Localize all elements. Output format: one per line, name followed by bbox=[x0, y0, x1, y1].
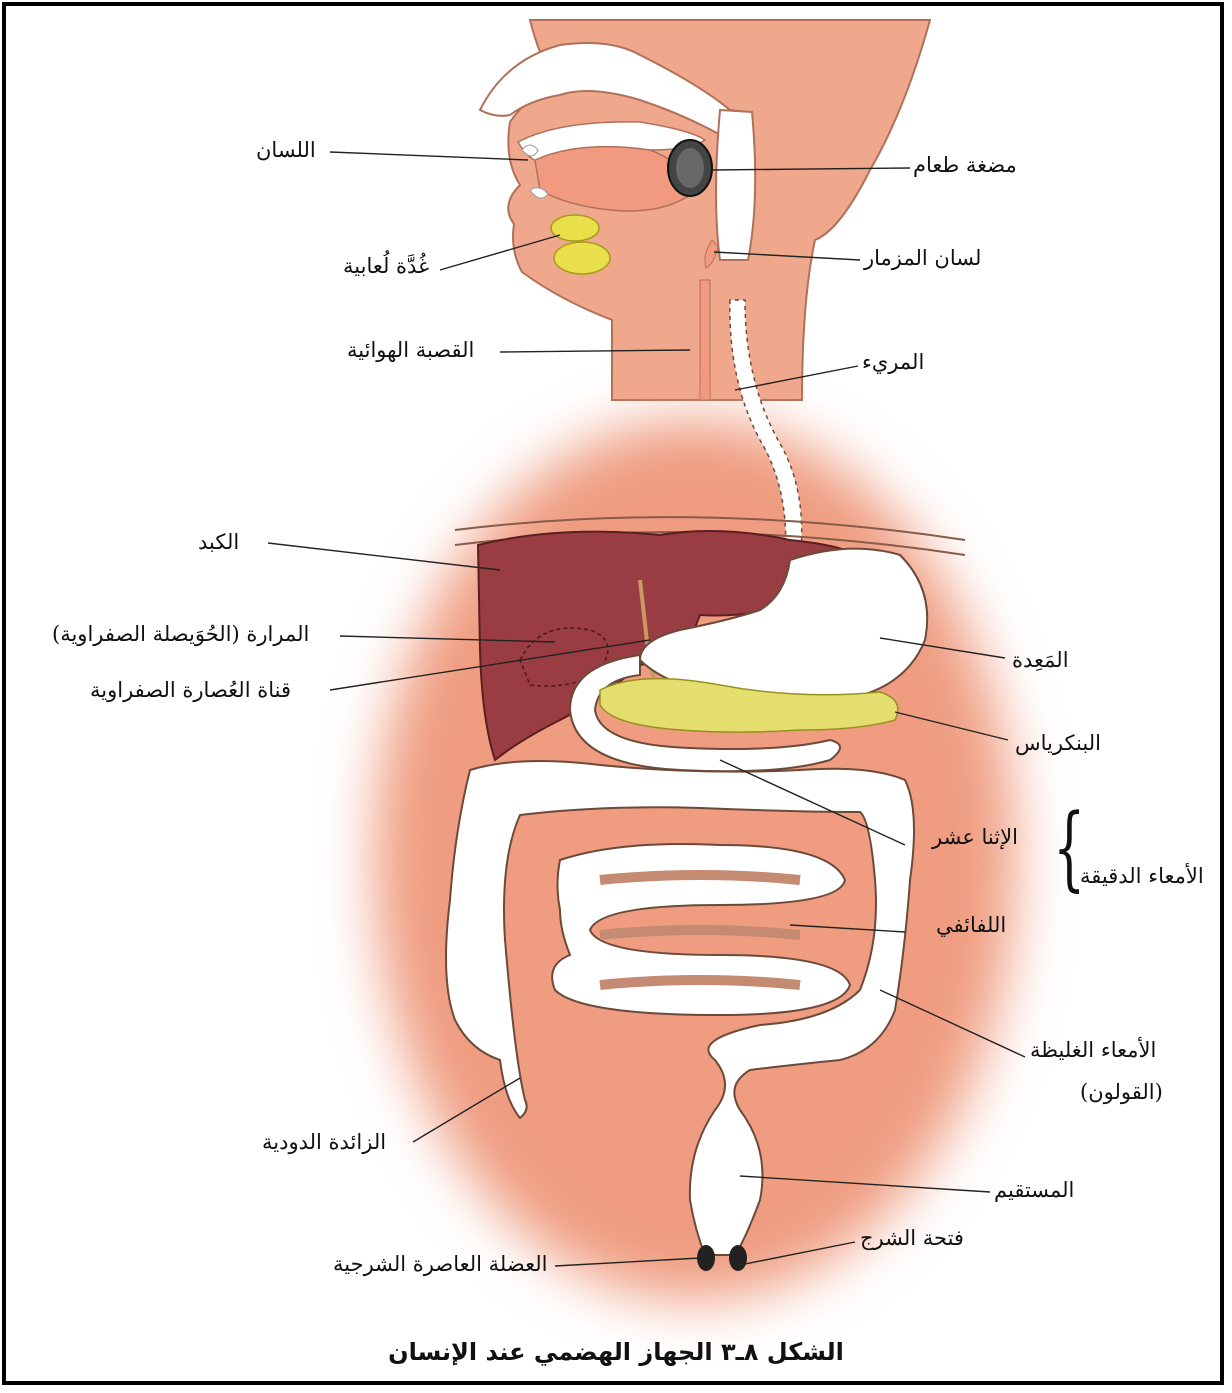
label-trachea: القصبة الهوائية bbox=[347, 340, 474, 361]
salivary-gland-upper bbox=[551, 215, 599, 241]
trachea-tube bbox=[700, 280, 710, 400]
label-esophagus: المريء bbox=[862, 352, 924, 373]
label-stomach: المَعِدة bbox=[1012, 650, 1069, 671]
label-colon: (القولون) bbox=[1080, 1082, 1163, 1103]
label-small-intestine: الأمعاء الدقيقة bbox=[1080, 866, 1204, 887]
label-liver: الكبد bbox=[198, 532, 239, 553]
figure-caption: الشكل ٨ـ٣ الجهاز الهضمي عند الإنسان bbox=[0, 1338, 1232, 1366]
label-rectum: المستقيم bbox=[994, 1180, 1074, 1201]
label-pancreas: البنكرياس bbox=[1015, 733, 1101, 754]
label-epiglottis: لسان المزمار bbox=[864, 248, 981, 269]
head bbox=[480, 20, 930, 400]
label-duodenum: الإثنا عشر bbox=[932, 827, 1018, 848]
label-salivary-gland: غُدَّة لُعابية bbox=[343, 256, 429, 277]
label-appendix: الزائدة الدودية bbox=[262, 1132, 386, 1153]
label-bolus: مضغة طعام bbox=[913, 155, 1017, 176]
label-large-intestine: الأمعاء الغليظة bbox=[1030, 1040, 1156, 1061]
label-bile-duct: قناة العُصارة الصفراوية bbox=[90, 680, 291, 701]
label-sphincter: العضلة العاصرة الشرجية bbox=[333, 1254, 547, 1275]
label-anus: فتحة الشرج bbox=[860, 1228, 964, 1249]
label-tongue: اللسان bbox=[256, 140, 316, 161]
sphincter-right bbox=[729, 1245, 747, 1271]
salivary-gland-lower bbox=[554, 242, 610, 274]
label-ileum: اللفائفي bbox=[936, 915, 1006, 936]
pharynx bbox=[716, 110, 755, 260]
label-gallbladder: المرارة (الحُوَيصلة الصفراوية) bbox=[52, 624, 309, 645]
